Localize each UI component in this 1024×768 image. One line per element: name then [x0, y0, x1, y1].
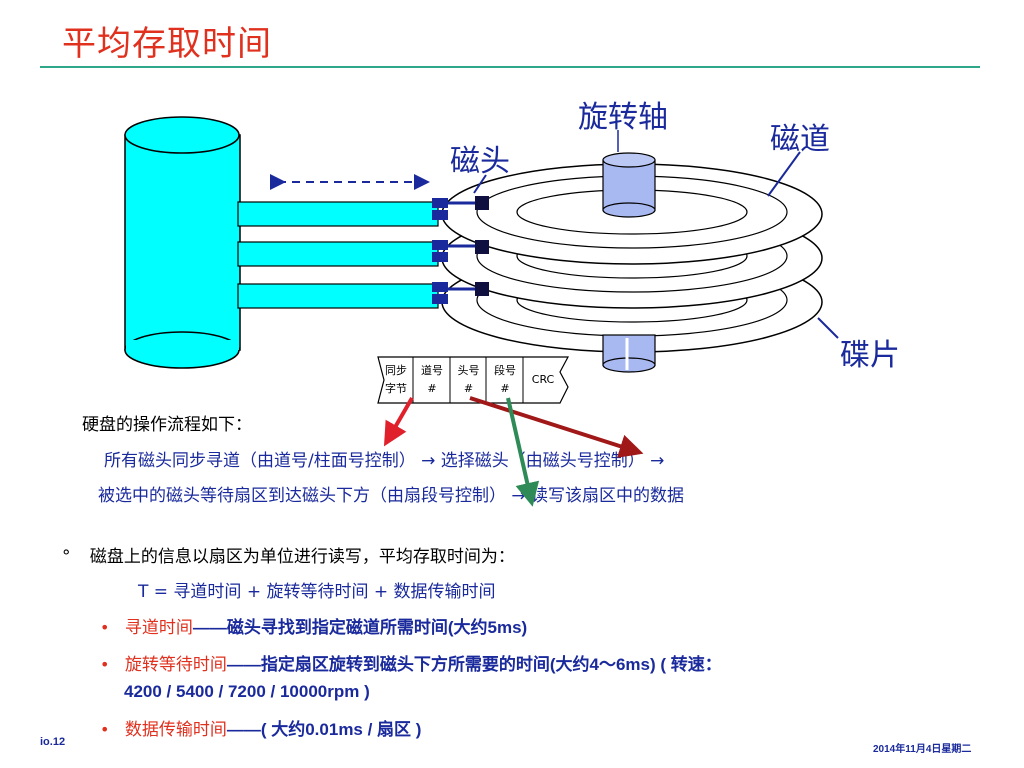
label-platter: 碟片 [840, 338, 900, 373]
footer-date: 2014年11月4日星期二 [873, 744, 972, 755]
platter-leader-line [817, 317, 839, 339]
sector-field-track-line2: # [427, 382, 437, 395]
intro-text: 磁盘上的信息以扇区为单位进行读写，平均存取时间为： [89, 547, 515, 567]
track-leader-line [767, 151, 801, 197]
read-write-heads [432, 196, 489, 304]
green-arrow-segment [506, 397, 540, 507]
page-title: 平均存取时间 [62, 24, 272, 64]
head-2 [475, 240, 489, 254]
bullet-dot: • [100, 655, 110, 674]
bullet-desc: ——( 大约0.01ms / 扇区 ) [226, 720, 422, 739]
bullet-desc: ——指定扇区旋转到磁头下方所需要的时间(大约4～6ms) ( 转速： [226, 655, 722, 674]
actuator-cylinder [124, 116, 241, 369]
sector-field-segment-line1: 段号 [494, 364, 516, 377]
bullet-dot: • [100, 618, 110, 637]
sector-field-sync-line1: 同步 [385, 364, 407, 377]
bullet-dot: • [100, 720, 110, 739]
intro-line: ° 磁盘上的信息以扇区为单位进行读写，平均存取时间为： [62, 542, 515, 567]
bullet-item-seek: • 寻道时间——磁头寻找到指定磁道所需时间(大约5ms) [100, 613, 527, 638]
sector-field-crc: CRC [524, 371, 562, 389]
title-divider [40, 66, 980, 68]
bullet-desc: ——磁头寻找到指定磁道所需时间(大约5ms) [192, 618, 528, 637]
bullet-term: 数据传输时间 [124, 720, 227, 740]
sector-field-sync-line2: 字节 [385, 382, 407, 395]
red-arrow-track [383, 396, 414, 447]
formula: T = 寻道时间 + 旋转等待时间 + 数据传输时间 [138, 582, 496, 602]
spindle [602, 152, 656, 373]
label-head: 磁头 [450, 144, 510, 179]
head-3 [475, 282, 489, 296]
sector-field-head: 头号 # [451, 362, 486, 398]
darkred-arrow-head [469, 396, 644, 458]
bullet-term: 寻道时间 [124, 618, 193, 638]
intro-marker: ° [62, 547, 71, 567]
sector-field-segment: 段号 # [487, 362, 523, 398]
bullet-term: 旋转等待时间 [124, 655, 227, 675]
sector-format-table [377, 356, 569, 404]
bullet-item-rotation: • 旋转等待时间——指定扇区旋转到磁头下方所需要的时间(大约4～6ms) ( 转… [100, 650, 722, 675]
label-track: 磁道 [770, 122, 830, 157]
bullet-item-transfer: • 数据传输时间——( 大约0.01ms / 扇区 ) [100, 715, 421, 740]
head-leader-line [473, 174, 487, 194]
sector-field-crc-line1: CRC [531, 373, 555, 386]
bullet-desc-continuation: 4200 / 5400 / 7200 / 10000rpm ) [124, 682, 370, 701]
sector-field-track: 道号 # [414, 362, 450, 398]
head-1 [475, 196, 489, 210]
sector-field-head-line2: # [463, 382, 474, 395]
sector-field-sync: 同步 字节 [380, 362, 412, 398]
sector-field-track-line1: 道号 [421, 364, 443, 377]
flow-heading: 硬盘的操作流程如下： [82, 415, 252, 435]
sector-field-head-line1: 头号 [457, 364, 480, 377]
sector-field-segment-line2: # [500, 382, 510, 395]
label-spindle: 旋转轴 [578, 100, 668, 135]
footer-slide-id: io.12 [40, 736, 66, 748]
